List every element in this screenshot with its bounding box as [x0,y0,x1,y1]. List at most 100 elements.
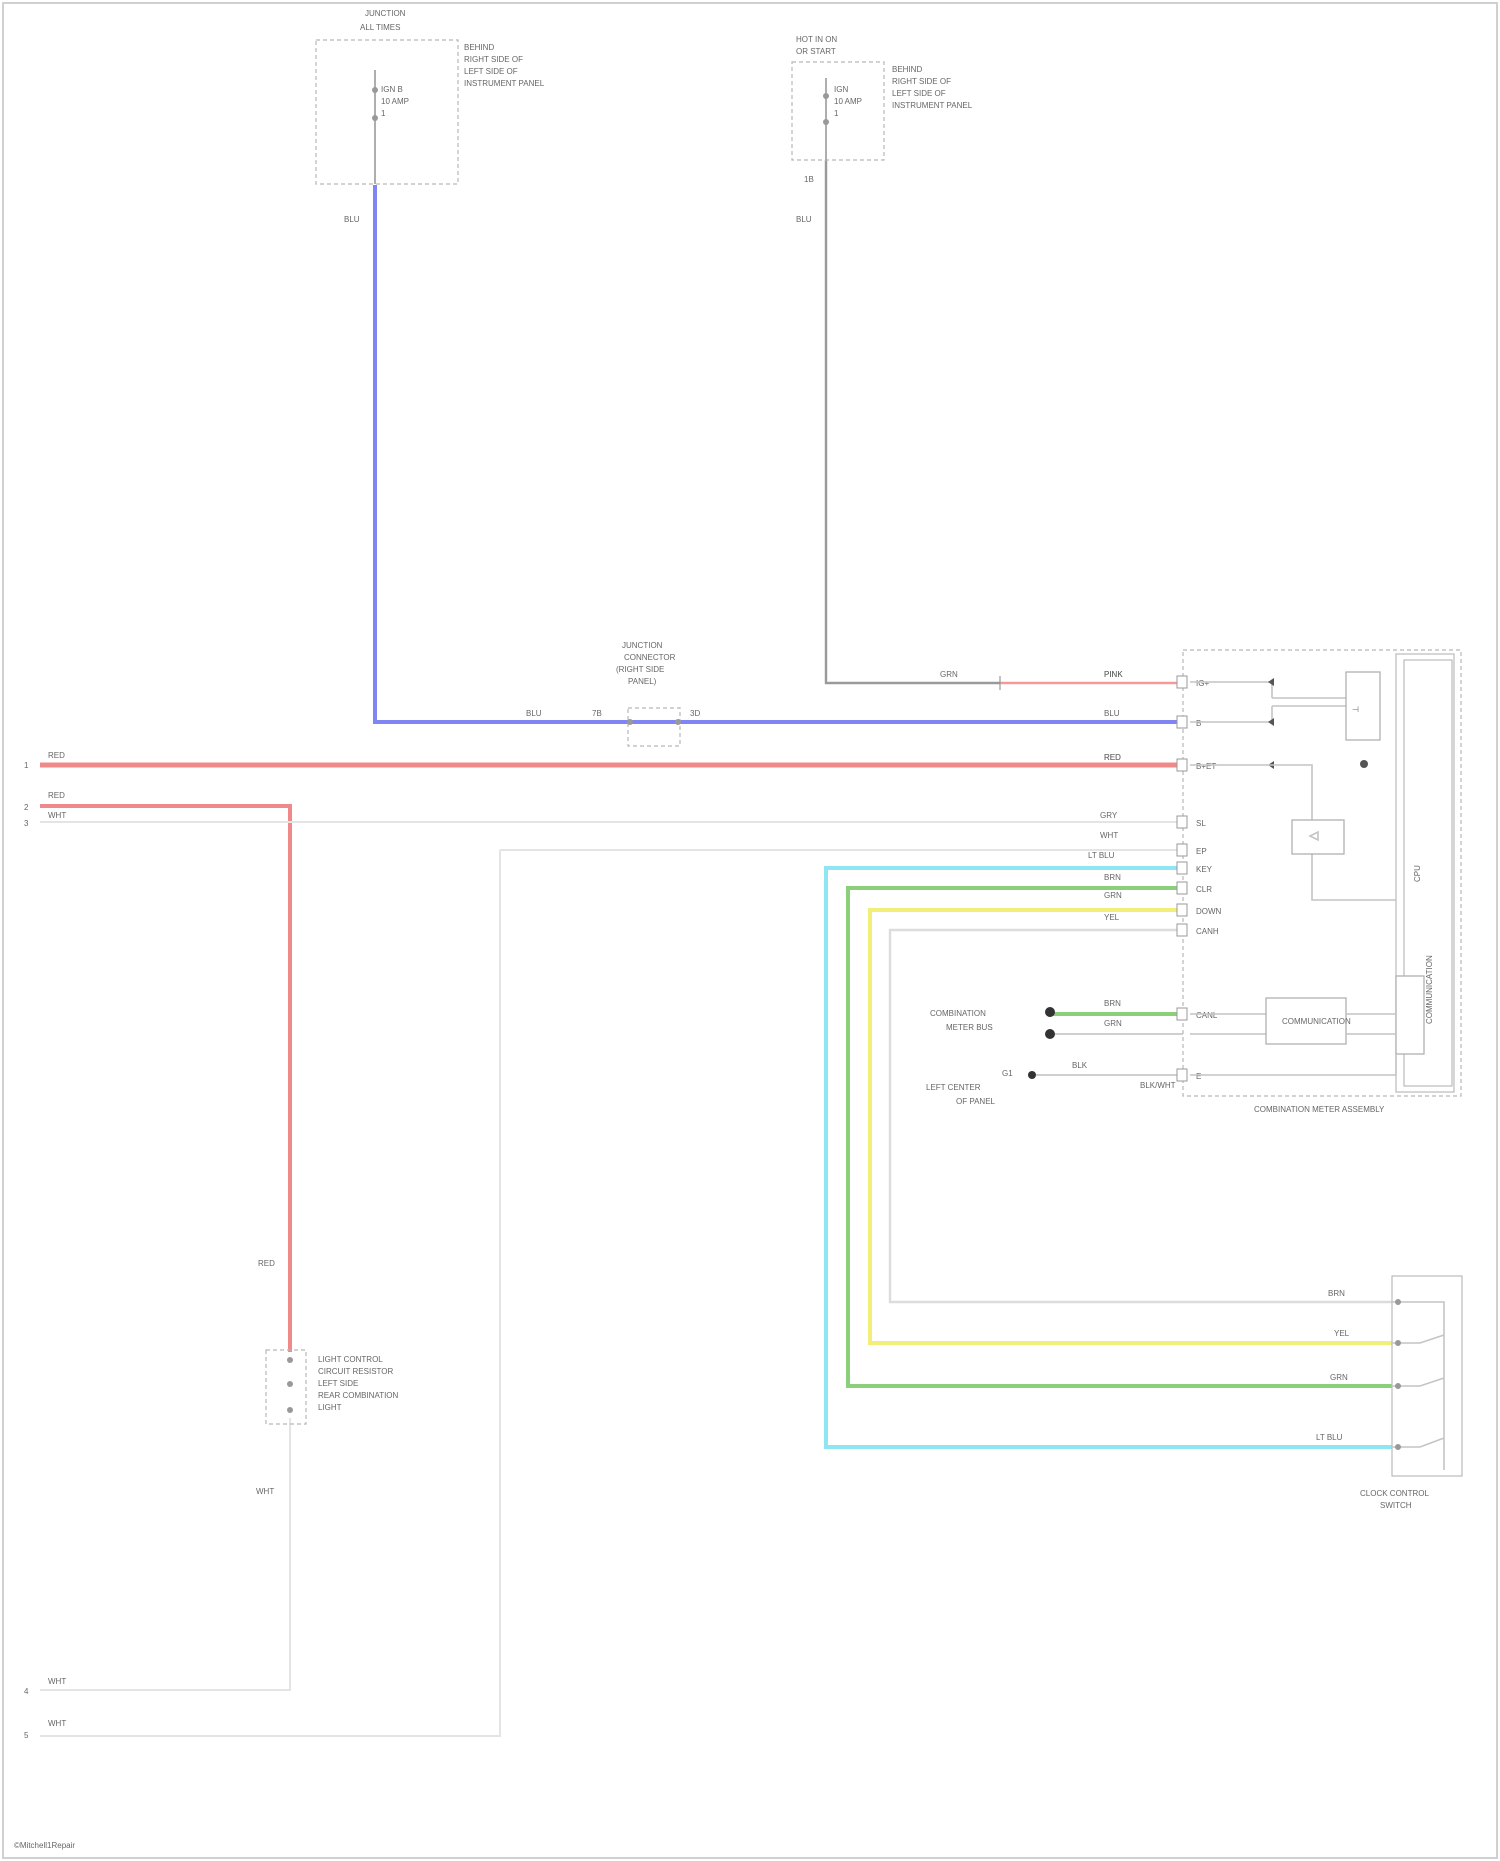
cyan-wire [826,868,1392,1447]
fuse-left-loc-4: INSTRUMENT PANEL [464,79,545,88]
mod-wire-7: BRN [1104,873,1121,882]
pin-canl [1177,1008,1187,1020]
fuse-right-pin-label: 1B [804,175,814,184]
pin-bet [1177,759,1187,771]
can-bus-connector: COMBINATION METER BUS [930,1007,1055,1039]
footer-copyright: ©Mitchell1Repair [14,1841,75,1850]
light-name-5: LIGHT [318,1403,342,1412]
fuse-left-loc-3: LEFT SIDE OF [464,67,518,76]
pin-b-label: B [1196,719,1201,728]
module-can-box: COMMUNICATION [1282,1017,1351,1026]
mod-wire-4: GRY [1100,811,1118,820]
gray-wire-label: GRN [940,670,958,679]
jumper-label-3: (RIGHT SIDE [616,665,664,674]
module-pins: IG+ B B+ET SL EP KEY CLR DOWN CANH CANL … [1177,676,1222,1081]
white-wire-b [40,850,1180,1736]
pin-key-label: KEY [1196,865,1213,874]
jumper-in-label: BLU [526,709,542,718]
fuse-right-loc-1: BEHIND [892,65,922,74]
module-comm-label: COMMUNICATION [1425,955,1434,1024]
mod-wire-12: BLK [1072,1061,1088,1070]
pin-ep-label: EP [1196,847,1207,856]
red-main-label: RED [48,751,65,760]
jumper-pin-in: 7B [592,709,602,718]
red-branch-label: RED [48,791,65,800]
fuse-left-label-2: 10 AMP [381,97,409,106]
mod-wire-11: GRN [1104,1019,1122,1028]
edge-bottom-2: 5 [24,1731,29,1740]
light-name-4: REAR COMBINATION [318,1391,399,1400]
combination-meter: COMBINATION METER ASSEMBLY CPU COMMUNICA… [1072,650,1461,1114]
mod-wire-5: WHT [1100,831,1118,840]
fuse-left-title-2: ALL TIMES [360,23,400,32]
pin-down [1177,904,1187,916]
can-bus-label-1: COMBINATION [930,1009,986,1018]
fuse-left-title-1: JUNCTION [365,9,406,18]
pin-b [1177,716,1187,728]
module-relay: ⊣ [1352,705,1359,714]
pin-canh-label: CANH [1196,927,1219,936]
mod-wire-13: BLK/WHT [1140,1081,1176,1090]
light-name-2: CIRCUIT RESISTOR [318,1367,393,1376]
pin-key [1177,862,1187,874]
wire-traces [40,160,1392,1736]
ground-label-1: G1 [1002,1069,1013,1078]
mod-wire-1: PINK [1104,670,1123,679]
light-out-label: WHT [256,1487,274,1496]
red-main-right-label: RED [1104,753,1121,762]
switch-wire-2: YEL [1334,1329,1350,1338]
white-wire-c [40,1418,290,1690]
fuse-left-loc-1: BEHIND [464,43,494,52]
fuse-right-terminal [823,93,829,99]
ground-label-2: LEFT CENTER [926,1083,981,1092]
green-wire [848,888,1392,1386]
module-cpu-label: CPU [1413,865,1422,882]
red-down-label: RED [258,1259,275,1268]
mod-wire-8: GRN [1104,891,1122,900]
jumper-label-1: JUNCTION [622,641,663,650]
edge-left-2: 2 [24,803,29,812]
clock-control-switch: CLOCK CONTROL SWITCH BRN YEL GRN LT BLU [1316,1276,1462,1510]
fuse-right-label-1: IGN [834,85,848,94]
bottom-left-a-label: WHT [48,1677,66,1686]
yellow-wire [870,910,1392,1343]
fuse-right-label-3: 1 [834,109,839,118]
module-name: COMBINATION METER ASSEMBLY [1254,1105,1385,1114]
jumper-label-2: CONNECTOR [624,653,676,662]
can-bus-label-2: METER BUS [946,1023,993,1032]
ground-point: G1 LEFT CENTER OF PANEL [926,1069,1036,1106]
light-name-1: LIGHT CONTROL [318,1355,383,1364]
fuse-left-label-1: IGN B [381,85,403,94]
switch-wire-4: LT BLU [1316,1433,1343,1442]
switch-wire-3: GRN [1330,1373,1348,1382]
pin-ig [1177,676,1187,688]
jumper-label-4: PANEL) [628,677,657,686]
pin-e [1177,1069,1187,1081]
pin-clr [1177,882,1187,894]
fuse-right-loc-2: RIGHT SIDE OF [892,77,951,86]
switch-name-2: SWITCH [1380,1501,1412,1510]
fuse-left-out-label: BLU [344,215,360,224]
pin-sl [1177,816,1187,828]
switch-wire-1: BRN [1328,1289,1345,1298]
fuse-right-title-1: HOT IN ON [796,35,837,44]
red-branch-b-label: WHT [48,811,66,820]
pin-ig-label: IG+ [1196,679,1209,688]
fuse-right-out-label: BLU [796,215,812,224]
gray-wire [826,160,1000,683]
fuse-left-terminal [372,87,378,93]
edge-left-3: 3 [24,819,29,828]
switch-name-1: CLOCK CONTROL [1360,1489,1429,1498]
fuse-right-title-2: OR START [796,47,836,56]
edge-left-1: 1 [24,761,29,770]
jumper-pin-out: 3D [690,709,700,718]
light-control-connector: RED LIGHT CONTROL CIRCUIT RESISTOR LEFT … [256,1259,399,1496]
fuse-left-loc-2: RIGHT SIDE OF [464,55,523,64]
pin-canl-label: CANL [1196,1011,1218,1020]
page-border [3,3,1497,1858]
mod-wire-9: YEL [1104,913,1120,922]
fuse-right-loc-4: INSTRUMENT PANEL [892,101,973,110]
pin-bet-label: B+ET [1196,762,1216,771]
pin-down-label: DOWN [1196,907,1222,916]
